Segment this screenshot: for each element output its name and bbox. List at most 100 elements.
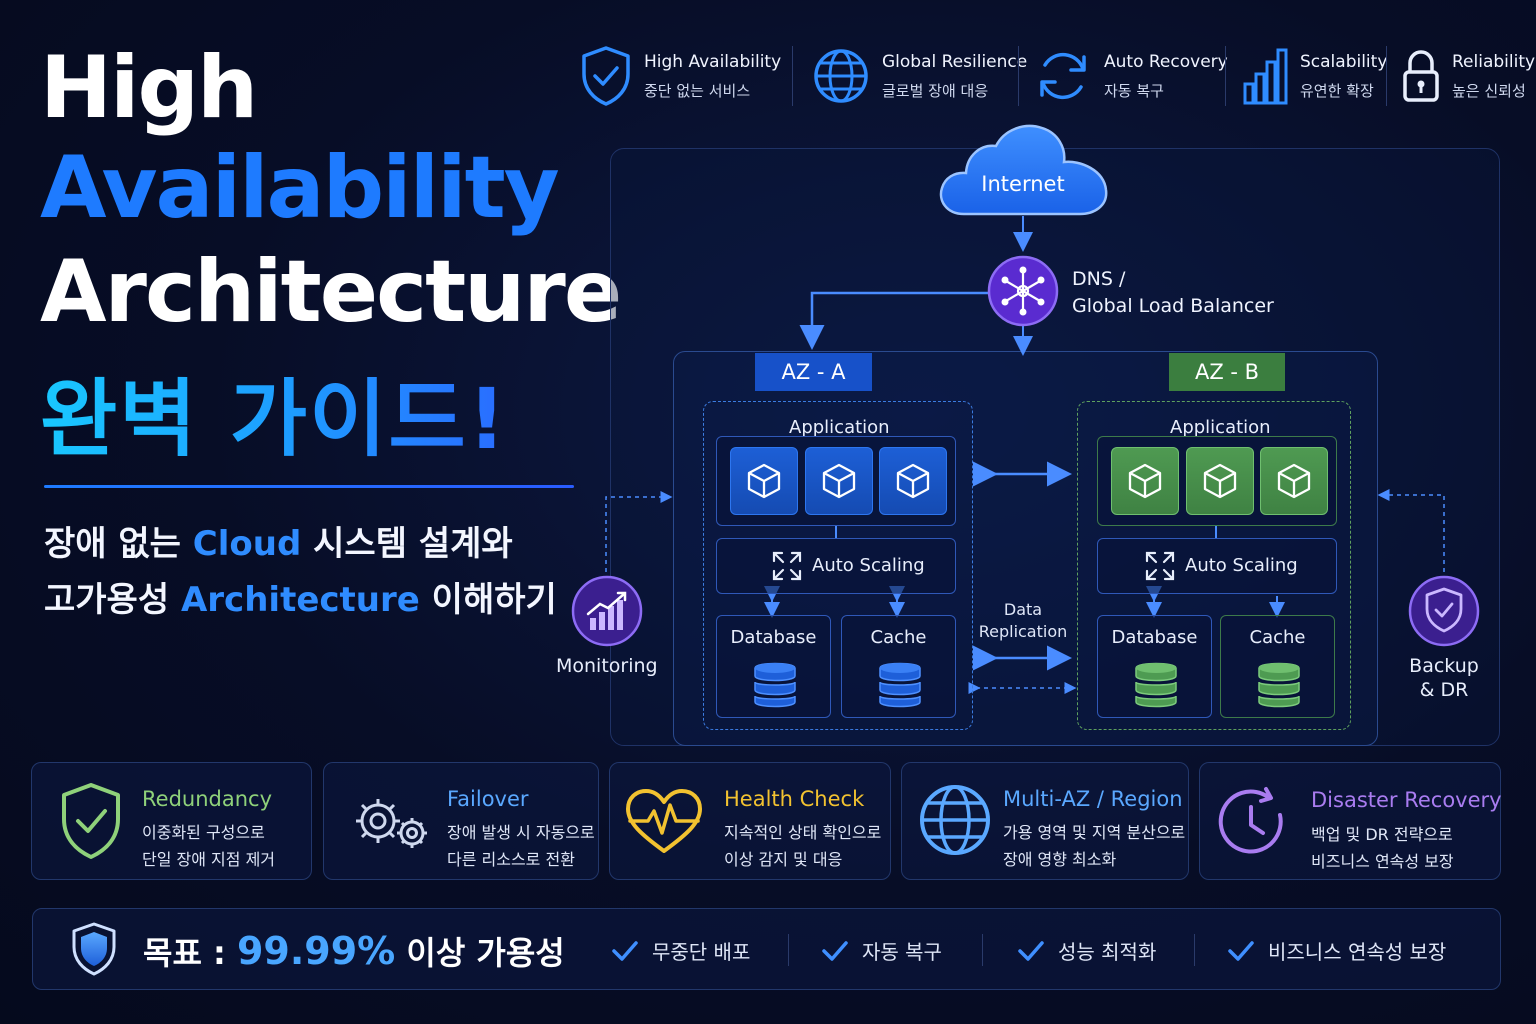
instance-a1 — [730, 447, 798, 515]
card-desc-2: 이상 감지 및 대응 — [724, 850, 843, 869]
globe-icon — [814, 49, 868, 103]
feature-scalability: Scalability 유연한 확장 — [1242, 44, 1387, 108]
card-title: Redundancy — [142, 787, 272, 811]
database-icon — [1135, 662, 1177, 708]
feature-desc: 유연한 확장 — [1300, 81, 1374, 100]
cube-icon — [1203, 463, 1237, 499]
az-b-zone — [1077, 401, 1351, 730]
cube-icon — [1128, 463, 1162, 499]
feature-title: Reliability — [1452, 51, 1536, 72]
card-desc-1: 가용 영역 및 지역 분산으로 — [1003, 823, 1186, 842]
cube-icon — [822, 463, 856, 499]
database-label: Database — [730, 627, 817, 648]
subtitle-highlight: Cloud — [192, 524, 302, 564]
clock-restore-icon — [1218, 787, 1283, 854]
database-icon — [754, 662, 796, 708]
card-title: Failover — [447, 787, 529, 811]
expand-icon — [1145, 551, 1175, 581]
auto-scaling-label: Auto Scaling — [812, 555, 925, 576]
auto-scaling-panel-a — [716, 538, 956, 594]
goal-divider — [1194, 934, 1195, 966]
goal-item: 자동 복구 — [822, 936, 942, 965]
goal-item-label: 무중단 배포 — [652, 940, 751, 964]
goal-item: 무중단 배포 — [612, 936, 750, 965]
shield-icon — [72, 922, 116, 976]
cube-icon — [896, 463, 930, 499]
feature-divider — [1386, 46, 1387, 106]
monitoring-icon — [571, 575, 643, 647]
data-replication-label: Data Replication — [978, 599, 1068, 643]
cache-icon — [879, 662, 921, 708]
check-icon — [612, 940, 638, 961]
feature-desc: 중단 없는 서비스 — [644, 81, 751, 100]
gears-icon — [356, 799, 427, 848]
cache-icon — [1258, 662, 1300, 708]
goal-divider — [982, 934, 983, 966]
instance-a3 — [879, 447, 947, 515]
feature-divider — [1018, 46, 1019, 106]
database-panel-a: Database — [716, 615, 831, 718]
database-label: Database — [1111, 627, 1198, 648]
backup-label: Backup & DR — [1394, 655, 1494, 701]
backup-label-line-2: & DR — [1419, 679, 1469, 701]
goal-bar — [32, 908, 1501, 990]
card-desc-1: 장애 발생 시 자동으로 — [447, 823, 595, 842]
cube-icon — [1277, 463, 1311, 499]
card-title: Multi-AZ / Region — [1003, 787, 1183, 811]
internet-label: Internet — [981, 172, 1065, 196]
cache-label: Cache — [1249, 627, 1306, 648]
subtitle-text: 장애 없는 — [44, 524, 193, 564]
instance-b1 — [1111, 447, 1179, 515]
card-health-check: Health Check 지속적인 상태 확인으로 이상 감지 및 대응 — [609, 762, 891, 880]
goal-item-label: 성능 최적화 — [1058, 940, 1157, 964]
goal-item: 성능 최적화 — [1018, 936, 1156, 965]
feature-divider — [792, 46, 793, 106]
check-icon — [1018, 940, 1044, 961]
monitoring-label: Monitoring — [556, 655, 658, 677]
expand-icon — [772, 551, 802, 581]
feature-title: Auto Recovery — [1104, 51, 1228, 72]
title-line-4: 완벽 가이드! — [40, 352, 508, 473]
feature-desc: 글로벌 장애 대응 — [882, 81, 989, 100]
dns-label: DNS / — [1072, 268, 1126, 290]
feature-title: Scalability — [1300, 51, 1388, 72]
cache-label: Cache — [870, 627, 927, 648]
goal-value: 99.99% — [236, 929, 396, 973]
title-line-2: Availability — [40, 138, 560, 238]
card-desc-1: 백업 및 DR 전략으로 — [1311, 825, 1453, 844]
title-line-1: High — [40, 38, 258, 138]
title-line-3: Architecture — [40, 242, 622, 342]
subtitle-text: 고가용성 — [44, 580, 181, 620]
card-disaster-recovery: Disaster Recovery 백업 및 DR 전략으로 비즈니스 연속성 … — [1199, 762, 1502, 880]
card-desc-2: 장애 영향 최소화 — [1003, 850, 1117, 869]
feature-desc: 높은 신뢰성 — [1452, 81, 1526, 100]
instance-b3 — [1260, 447, 1328, 515]
subtitle-line-2: 고가용성 Architecture 이해하기 — [44, 572, 557, 621]
load-balancer-label: Global Load Balancer — [1072, 295, 1274, 317]
application-label: Application — [789, 417, 890, 438]
card-desc-1: 이중화된 구성으로 — [142, 823, 265, 842]
data-replication-line-1: Data — [1003, 600, 1043, 619]
subtitle-line-1: 장애 없는 Cloud 시스템 설계와 — [44, 516, 513, 565]
globe-icon — [920, 785, 990, 855]
shield-check-icon — [582, 46, 630, 106]
feature-desc: 자동 복구 — [1104, 81, 1164, 100]
feature-divider — [1225, 46, 1226, 106]
card-failover: Failover 장애 발생 시 자동으로 다른 리소스로 전환 — [323, 762, 599, 880]
goal-item: 비즈니스 연속성 보장 — [1228, 936, 1446, 965]
subtitle-highlight: Architecture — [180, 580, 420, 620]
card-desc-2: 다른 리소스로 전환 — [447, 850, 575, 869]
check-icon — [1228, 940, 1254, 961]
data-replication-line-2: Replication — [978, 622, 1068, 641]
bar-chart-icon — [1243, 48, 1288, 105]
cloud-icon — [939, 124, 1108, 216]
feature-auto-recovery: Auto Recovery 자동 복구 — [1034, 44, 1228, 108]
auto-scaling-label: Auto Scaling — [1185, 555, 1298, 576]
card-desc-2: 단일 장애 지점 제거 — [142, 850, 276, 869]
instance-b2 — [1186, 447, 1254, 515]
subtitle-text: 이해하기 — [419, 580, 557, 620]
check-icon — [822, 940, 848, 961]
